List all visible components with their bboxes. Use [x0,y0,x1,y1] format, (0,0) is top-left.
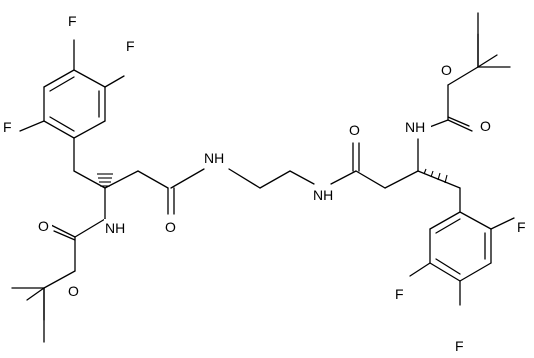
right-chain [330,12,511,213]
atom-labels: F F F F F F NH NH NH NH O O O O O O [2,12,528,355]
fluorine-label: F [454,337,467,355]
svg-text:F: F [517,219,526,235]
oxygen-label: O [164,218,179,236]
oxygen-label: O [67,282,82,300]
svg-text:NH: NH [405,119,425,135]
oxygen-label: O [440,61,455,79]
amine-label: NH [104,219,131,237]
svg-text:F: F [455,338,464,354]
svg-text:F: F [68,13,77,29]
left-ring-fluorine-bonds [19,39,125,132]
right-ring-fluorine-bonds [409,217,515,306]
left-trifluorophenyl [43,69,106,139]
left-chain [11,137,205,343]
fluorine-label: F [394,285,407,303]
amine-label: NH [312,186,339,204]
fluorine-label: F [68,12,81,30]
svg-text:NH: NH [105,220,125,236]
oxygen-label: O [348,121,363,139]
svg-text:NH: NH [313,187,333,203]
fluorine-label: F [515,218,528,236]
oxygen-label: O [479,117,494,135]
svg-text:F: F [3,119,12,135]
oxygen-label: O [37,217,52,235]
right-trifluorophenyl [429,211,492,282]
ethylenediamine-linker [228,168,315,189]
svg-text:O: O [480,118,491,134]
svg-text:NH: NH [204,150,224,166]
svg-text:F: F [126,38,135,54]
svg-text:O: O [441,62,452,78]
svg-text:O: O [165,219,176,235]
left-stereo-hash [97,173,113,187]
right-stereo-hash [423,168,448,184]
fluorine-label: F [2,118,15,136]
amine-label: NH [203,149,230,167]
svg-text:O: O [349,122,360,138]
fluorine-label: F [125,37,138,55]
svg-text:F: F [395,286,404,302]
svg-text:O: O [68,283,79,299]
svg-text:O: O [38,218,49,234]
amine-label: NH [404,118,431,136]
